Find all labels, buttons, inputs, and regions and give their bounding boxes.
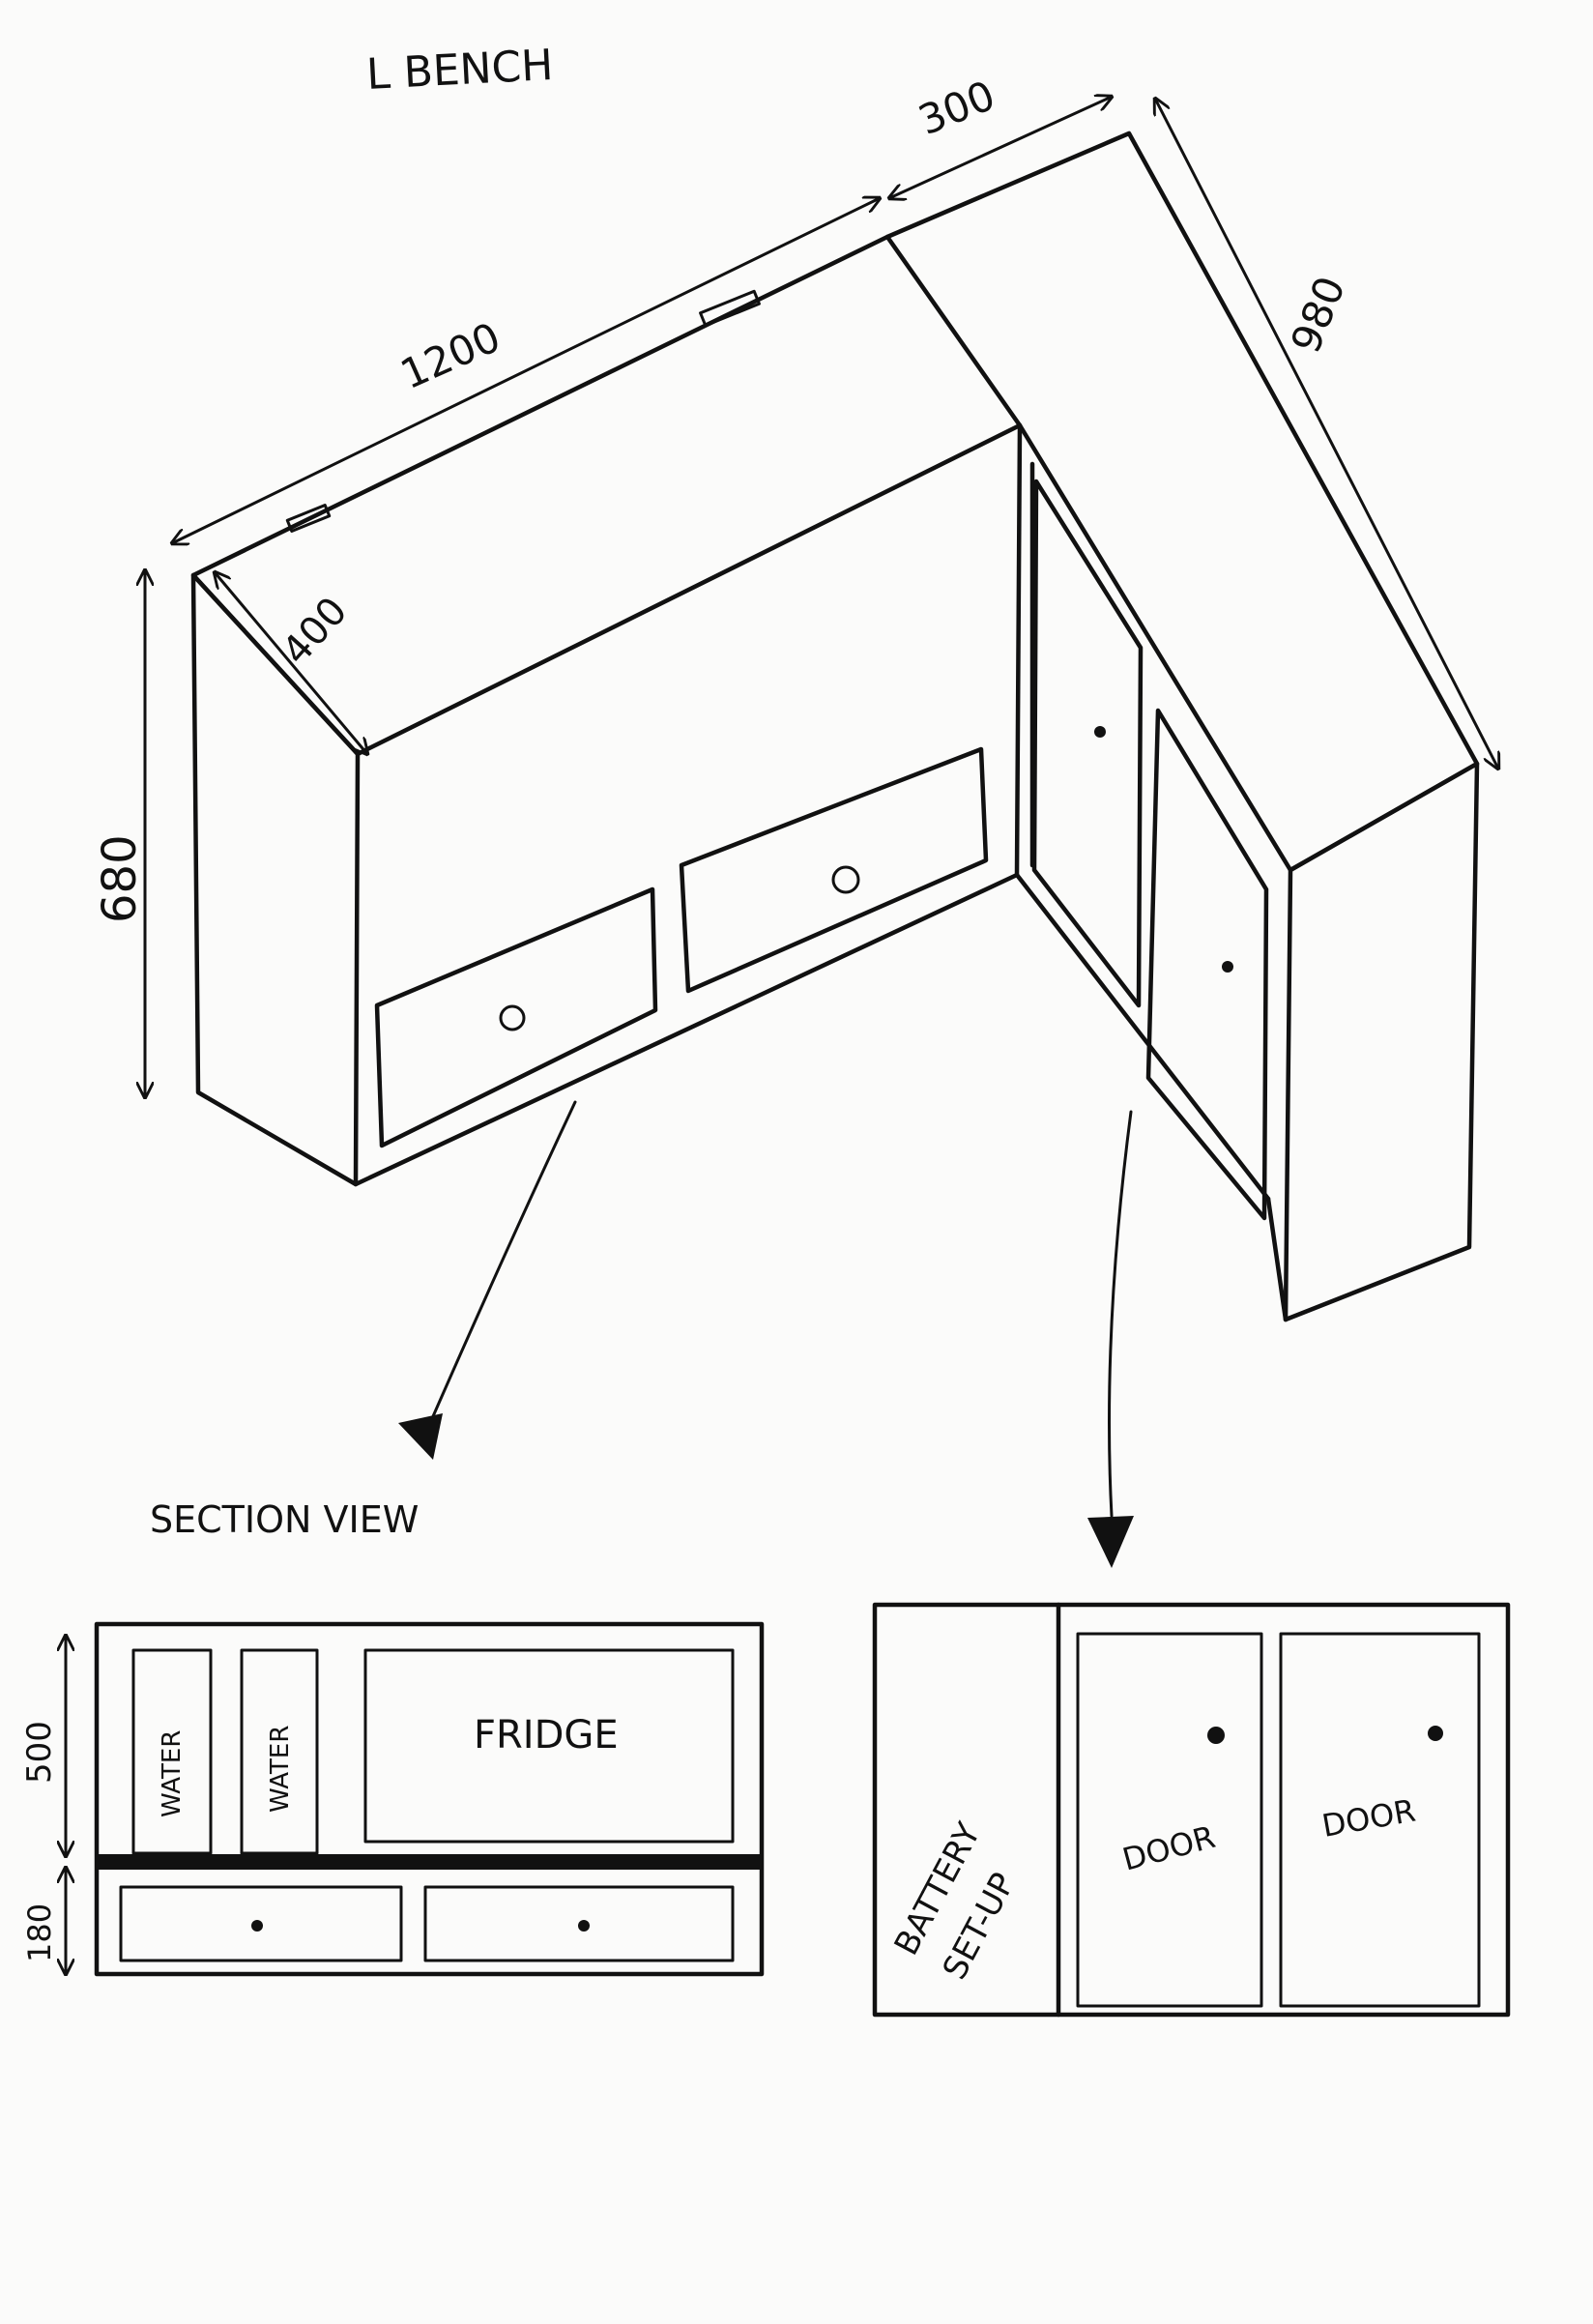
door-label-2: DOOR [1319, 1792, 1418, 1845]
drawer-left [374, 886, 658, 1148]
section-view [66, 1621, 765, 1977]
drawer-right-knob [831, 865, 860, 894]
dim-depth: 400 [274, 589, 356, 674]
side-door-2 [1279, 1632, 1481, 2008]
bench-isometric [190, 131, 1480, 1322]
water-label-1: WATER [158, 1730, 187, 1817]
dim-height: 680 [93, 834, 147, 923]
dim-lower: 180 [21, 1903, 58, 1962]
dim-return-length: 980 [1282, 270, 1354, 360]
drawer-right [679, 746, 989, 994]
water-compartment-2 [240, 1648, 319, 1855]
side-view [872, 1602, 1511, 2018]
water-label-2: WATER [266, 1726, 295, 1813]
sketch-title: L BENCH [365, 41, 555, 100]
side-door-1 [1076, 1632, 1263, 2008]
section-drawer-2 [423, 1885, 735, 1962]
dimension-lines [145, 97, 1498, 1097]
dim-return-width: 300 [912, 72, 1001, 144]
pointer-arrows [398, 1100, 1134, 1568]
return-door-1-knob [1094, 726, 1106, 738]
section-shelf [97, 1854, 762, 1870]
water-compartment-1 [131, 1648, 213, 1855]
dim-upper: 500 [20, 1721, 59, 1784]
section-drawer-1 [119, 1885, 403, 1962]
return-door-2 [1145, 708, 1269, 1221]
return-door-1 [1031, 479, 1144, 1008]
section-heading: SECTION VIEW [150, 1498, 419, 1541]
dim-length: 1200 [393, 313, 507, 398]
door-label-1: DOOR [1118, 1818, 1219, 1878]
fridge-compartment [363, 1648, 735, 1844]
fridge-label: FRIDGE [474, 1713, 619, 1758]
return-door-2-knob [1222, 961, 1233, 973]
drawer-left-knob [499, 1004, 526, 1031]
